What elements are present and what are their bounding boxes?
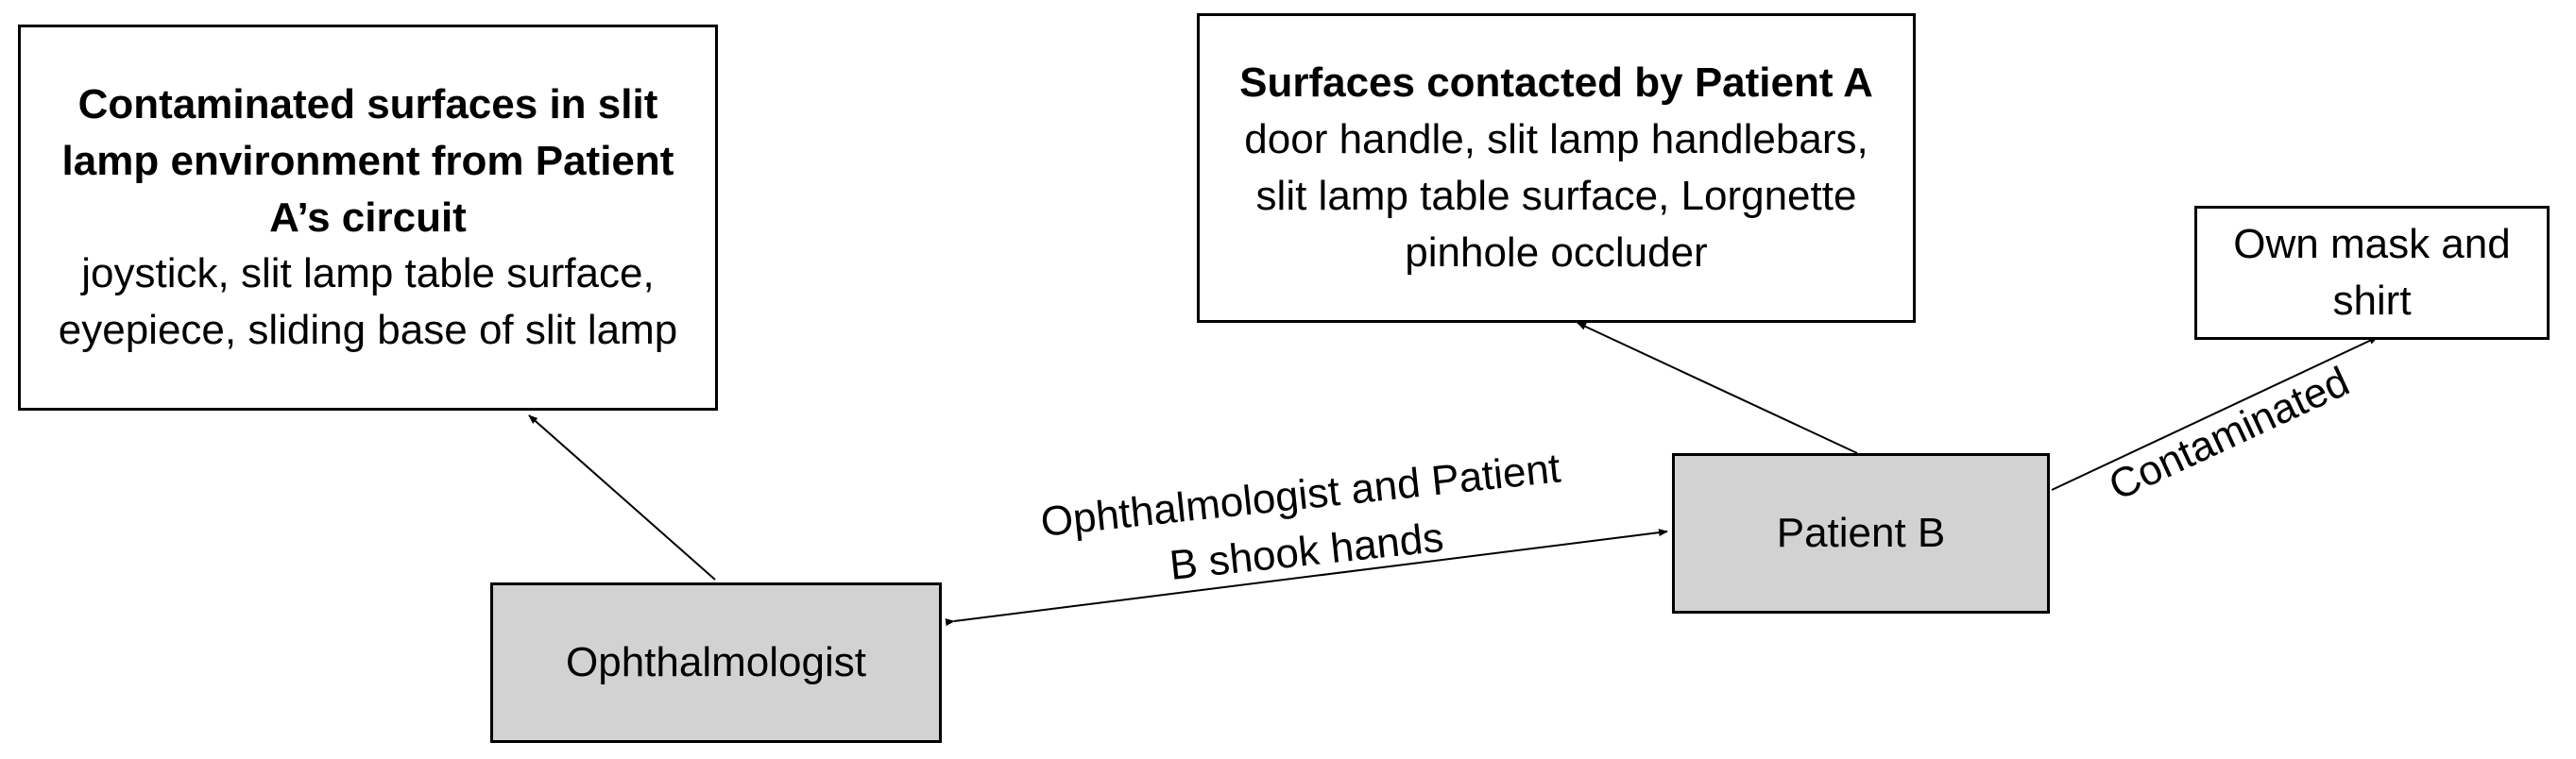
ophthalmologist-label: Ophthalmologist (566, 639, 866, 686)
contaminated-surfaces-body: joystick, slit lamp table surface, eyepi… (58, 250, 678, 354)
arrow-handshake (945, 529, 1668, 627)
contaminated-surfaces-title: Contaminated surfaces in slit lamp envir… (61, 80, 674, 241)
patient-b-box: Patient B (1672, 453, 2050, 614)
arrow-patient-b-to-own-mask (2051, 336, 2379, 491)
patient-b-label: Patient B (1776, 510, 1946, 557)
surfaces-contacted-title: Surfaces contacted by Patient A (1239, 59, 1873, 107)
own-mask-box: Own mask and shirt (2194, 206, 2550, 340)
surfaces-contacted-box: Surfaces contacted by Patient A door han… (1197, 13, 1916, 323)
arrow-patient-b-to-surfaces-contacted (1577, 322, 1858, 454)
surfaces-contacted-body: door handle, slit lamp handlebars, slit … (1244, 116, 1868, 276)
arrow-ophthalmologist-to-contaminated-surfaces (528, 414, 716, 581)
ophthalmologist-box: Ophthalmologist (490, 582, 942, 743)
own-mask-label: Own mask and shirt (2233, 221, 2511, 324)
contaminated-surfaces-box: Contaminated surfaces in slit lamp envir… (18, 25, 718, 411)
